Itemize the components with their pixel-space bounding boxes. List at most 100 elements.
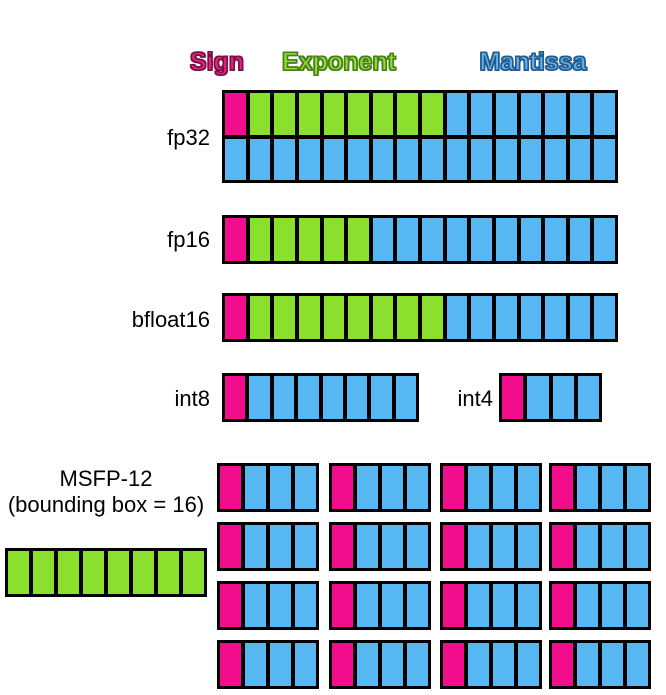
mantissa-bit	[468, 584, 489, 627]
mantissa-bit	[468, 643, 489, 686]
sign-bit	[443, 525, 464, 568]
exponent-bit	[372, 93, 394, 135]
mantissa-bit	[273, 376, 295, 419]
bit-row	[8, 551, 204, 594]
mantissa-bit	[348, 138, 369, 180]
sign-bit	[332, 643, 353, 686]
int4-label: int4	[457, 386, 493, 411]
msfp-element-bits	[217, 640, 319, 689]
fp32-label: fp32	[167, 125, 210, 150]
sign-bit	[552, 525, 573, 568]
mantissa-bit	[493, 643, 514, 686]
bit-row	[220, 643, 316, 686]
exponent-bit	[274, 218, 295, 261]
bit-row	[225, 138, 615, 180]
bit-row	[332, 525, 428, 568]
sign-bit	[225, 218, 246, 261]
mantissa-bit	[520, 93, 542, 135]
mantissa-bit	[446, 296, 468, 339]
msfp-label-line2: (bounding box = 16)	[7, 492, 205, 517]
mantissa-bit	[520, 138, 542, 180]
sign-bit	[332, 584, 353, 627]
mantissa-bit	[295, 643, 316, 686]
mantissa-bit	[495, 296, 517, 339]
mantissa-bit	[594, 296, 615, 339]
mantissa-bit	[446, 218, 468, 261]
msfp-element-bits	[549, 640, 651, 689]
sign-header: Sign	[189, 47, 245, 76]
bit-row	[220, 466, 316, 509]
mantissa-bit	[357, 584, 378, 627]
mantissa-bit	[602, 584, 623, 627]
mantissa-bit	[527, 376, 549, 419]
mantissa-bit	[577, 525, 598, 568]
exponent-bit	[348, 296, 369, 339]
sign-bit	[220, 525, 241, 568]
mantissa-bit	[627, 643, 648, 686]
msfp-element-bits	[217, 522, 319, 571]
msfp-element-bits	[440, 522, 542, 571]
mantissa-bit	[357, 466, 378, 509]
mantissa-bit	[577, 466, 598, 509]
exponent-bit	[323, 93, 345, 135]
sign-bit	[332, 466, 353, 509]
mantissa-bit	[382, 466, 403, 509]
mantissa-bit	[397, 138, 418, 180]
bit-row	[220, 525, 316, 568]
exponent-bit	[274, 296, 295, 339]
bit-row	[225, 376, 416, 419]
sign-bit	[225, 376, 246, 419]
mantissa-bit	[602, 643, 623, 686]
mantissa-bit	[422, 138, 443, 180]
mantissa-bit	[545, 93, 566, 135]
bit-row	[443, 584, 539, 627]
mantissa-bit	[249, 376, 270, 419]
msfp-label-line1: MSFP-12	[59, 466, 153, 491]
mantissa-bit	[274, 138, 295, 180]
sign-bit	[552, 643, 573, 686]
mantissa-bit	[520, 218, 542, 261]
bit-row	[332, 584, 428, 627]
mantissa-bit	[602, 525, 623, 568]
mantissa-bit	[298, 376, 319, 419]
bit-row	[332, 643, 428, 686]
msfp-element-bits	[329, 581, 431, 630]
bfloat16-label: bfloat16	[131, 307, 210, 332]
exponent-bit	[397, 296, 418, 339]
bit-row	[225, 296, 615, 339]
sign-bit	[220, 584, 241, 627]
mantissa-bit	[357, 525, 378, 568]
exponent-bit	[249, 218, 271, 261]
bfloat16-bits	[222, 293, 618, 342]
exponent-bit	[108, 551, 129, 594]
mantissa-bit	[627, 466, 648, 509]
mantissa-bit	[322, 376, 343, 419]
exponent-bit	[274, 93, 295, 135]
bit-row	[502, 376, 599, 419]
mantissa-bit	[471, 296, 492, 339]
mantissa-bit	[495, 138, 517, 180]
sign-bit	[225, 93, 246, 135]
sign-bit	[443, 466, 464, 509]
mantissa-bit	[245, 643, 266, 686]
bit-row	[332, 466, 428, 509]
mantissa-bit	[372, 138, 394, 180]
mantissa-bit	[382, 525, 403, 568]
msfp-label: MSFP-12 (bounding box = 16)	[0, 466, 212, 518]
mantissa-bit	[577, 376, 599, 419]
bit-row	[443, 525, 539, 568]
mantissa-bit	[493, 584, 514, 627]
mantissa-bit	[382, 643, 403, 686]
mantissa-bit	[594, 138, 615, 180]
mantissa-bit	[270, 584, 291, 627]
mantissa-bit	[493, 466, 514, 509]
mantissa-bit	[602, 466, 623, 509]
mantissa-bit	[371, 376, 392, 419]
sign-bit	[220, 466, 241, 509]
fp16-bits	[222, 215, 618, 264]
msfp-element-bits	[549, 581, 651, 630]
mantissa-bit	[295, 525, 316, 568]
bit-row	[552, 525, 648, 568]
mantissa-bit	[545, 218, 566, 261]
msfp-element-bits	[440, 581, 542, 630]
